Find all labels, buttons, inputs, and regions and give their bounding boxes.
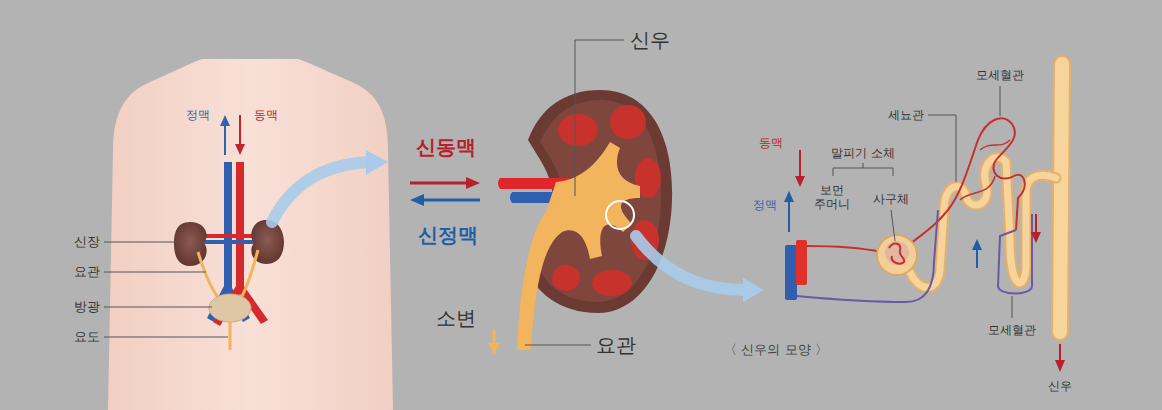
part-label: 소변 — [436, 306, 476, 330]
part-label: 신우 — [630, 28, 670, 52]
renal-pelvis — [517, 142, 640, 350]
part-label: 모세혈관 — [976, 68, 1024, 82]
part-label: 요관 — [74, 264, 100, 280]
part-label: 요도 — [74, 329, 100, 345]
torso-silhouette — [108, 59, 393, 410]
figure-caption: 〈 신우의 모양 〉 — [724, 342, 827, 358]
vessel-label: 신정맥 — [418, 223, 478, 247]
vessel-label: 정맥 — [186, 108, 210, 122]
glomerulus — [889, 244, 904, 264]
part-label: 방광 — [74, 299, 100, 315]
part-label: 신장 — [74, 234, 100, 250]
collecting-duct — [1060, 64, 1062, 332]
bladder — [209, 294, 251, 322]
bowman-capsule — [877, 235, 917, 275]
renal-tubule — [910, 158, 1056, 288]
part-label: 사구체 — [873, 192, 909, 206]
bracket — [833, 163, 893, 176]
part-label: 모세혈관 — [988, 323, 1036, 337]
vessel-label: 동맥 — [759, 136, 783, 150]
part-label: 신우 — [1048, 379, 1072, 393]
part-label: 요관 — [596, 333, 636, 357]
vessel-label: 신동맥 — [416, 135, 476, 159]
part-label: 세뇨관 — [888, 108, 924, 122]
part-label: 보먼 주머니 — [810, 183, 854, 212]
vessel-label: 동맥 — [254, 108, 278, 122]
vessel-label: 정맥 — [753, 198, 777, 212]
part-label: 말피기 소체 — [831, 146, 895, 160]
